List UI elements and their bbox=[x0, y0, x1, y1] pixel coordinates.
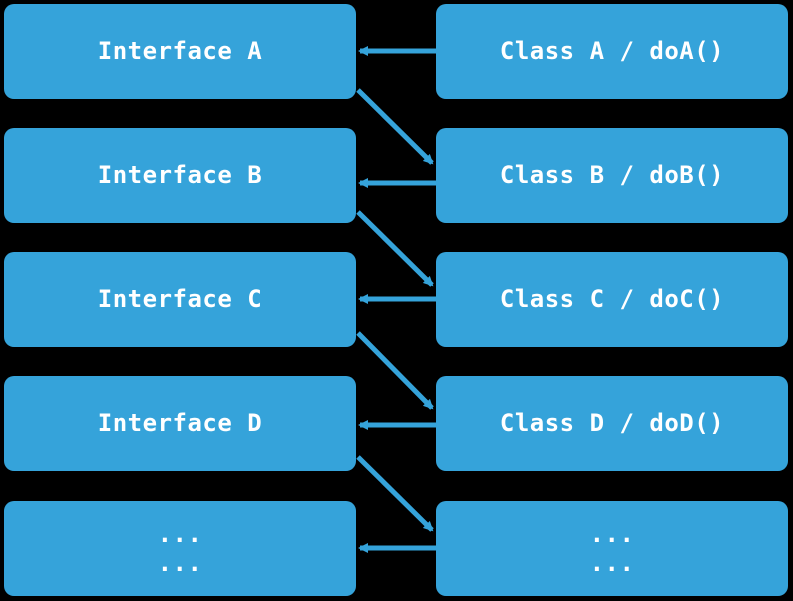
class-more-box: ... ... bbox=[436, 501, 788, 596]
class-a-box: Class A / doA() bbox=[436, 4, 788, 99]
class-c-box: Class C / doC() bbox=[436, 252, 788, 347]
interface-c-box: Interface C bbox=[4, 252, 356, 347]
interface-b-box: Interface B bbox=[4, 128, 356, 223]
class-b-box: Class B / doB() bbox=[436, 128, 788, 223]
interface-c-label: Interface C bbox=[97, 285, 263, 313]
class-d-label: Class D / doD() bbox=[499, 409, 725, 437]
class-a-label: Class A / doA() bbox=[499, 37, 725, 65]
interface-more-box: ... ... bbox=[4, 501, 356, 596]
interface-b-label: Interface B bbox=[97, 161, 263, 189]
arrow-interface-c-to-class-d bbox=[356, 331, 434, 410]
interface-a-label: Interface A bbox=[97, 37, 263, 65]
class-more-label: ... ... bbox=[589, 519, 635, 577]
interface-more-label: ... ... bbox=[157, 519, 203, 577]
interface-a-box: Interface A bbox=[4, 4, 356, 99]
class-d-box: Class D / doD() bbox=[436, 376, 788, 471]
class-b-label: Class B / doB() bbox=[499, 161, 725, 189]
arrow-interface-d-to-class-more bbox=[356, 455, 434, 532]
interface-d-box: Interface D bbox=[4, 376, 356, 471]
arrow-interface-a-to-class-b bbox=[356, 88, 434, 165]
class-c-label: Class C / doC() bbox=[499, 285, 725, 313]
interface-d-label: Interface D bbox=[97, 409, 263, 437]
arrow-interface-b-to-class-c bbox=[356, 210, 434, 287]
